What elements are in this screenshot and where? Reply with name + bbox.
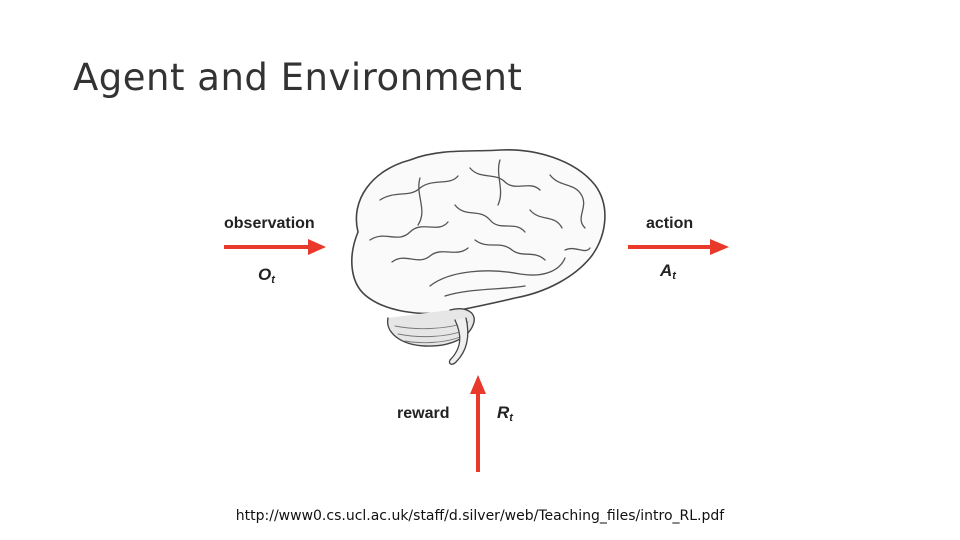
reward-symbol: Rt [497, 403, 513, 424]
action-label: action [646, 215, 694, 232]
action-symbol-subscript: t [672, 270, 676, 282]
observation-symbol-subscript: t [271, 274, 275, 286]
reward-symbol-letter: R [497, 403, 510, 422]
observation-symbol-letter: O [258, 265, 272, 284]
reward-arrow [470, 375, 486, 472]
reward-label: reward [397, 405, 450, 422]
action-symbol: At [660, 261, 676, 282]
action-arrow [628, 239, 729, 255]
brain-icon [351, 149, 606, 365]
observation-arrow [224, 239, 326, 255]
observation-label: observation [224, 215, 315, 232]
observation-symbol: Ot [258, 265, 275, 286]
action-symbol-letter: A [660, 261, 673, 280]
source-url: http://www0.cs.ucl.ac.uk/staff/d.silver/… [235, 508, 725, 524]
page-title: Agent and Environment [73, 56, 523, 99]
reward-symbol-subscript: t [509, 412, 513, 424]
